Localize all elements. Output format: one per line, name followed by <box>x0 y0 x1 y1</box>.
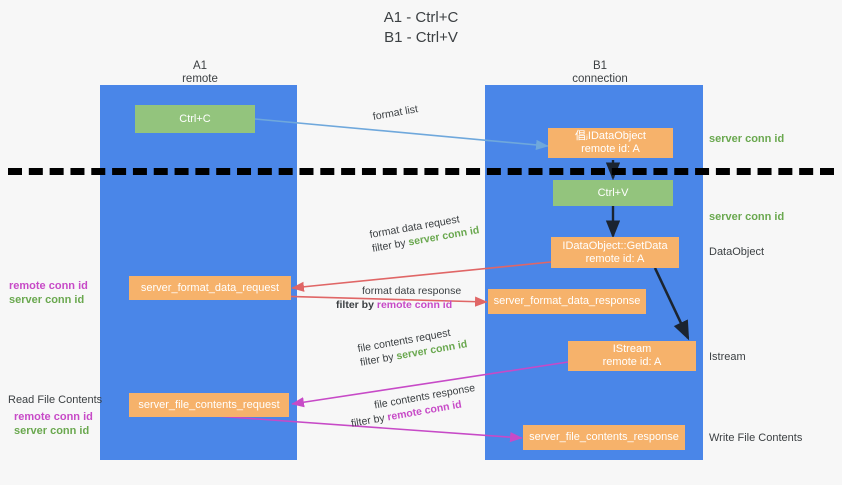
edge-format-data-response-line1: format data response <box>362 285 462 297</box>
node-idataobject[interactable]: 倡ⱼIDataObject remote id: A <box>548 128 673 158</box>
edge-label-file-contents-response: file contents response filter by remote … <box>348 381 479 431</box>
annotation-read-file-contents: Read File Contents <box>8 394 103 406</box>
diagram-title: A1 - Ctrl+C B1 - Ctrl+V <box>0 8 842 48</box>
annotation-server-conn-id-mid: server conn id <box>709 211 785 223</box>
column-b1-sub: connection <box>572 73 628 85</box>
edge-label-format-data-request: format data request filter by server con… <box>369 209 481 255</box>
node-ctrl-v-label: Ctrl+V <box>597 186 629 199</box>
node-ctrl-c-label: Ctrl+C <box>179 112 211 125</box>
column-b1-name: B1 <box>592 60 608 72</box>
title-line-1: A1 - Ctrl+C <box>383 9 459 26</box>
annotation-server-conn-id-bottom: server conn id <box>14 425 90 437</box>
edge-label-format-list-text: format list <box>371 103 419 123</box>
column-header-b1: B1 connection <box>535 60 665 86</box>
title-line-2: B1 - Ctrl+V <box>384 29 458 46</box>
annotation-server-conn-id-left-mid: server conn id <box>9 294 85 306</box>
node-server-file-contents-response[interactable]: server_file_contents_response <box>523 425 685 450</box>
node-ctrl-v[interactable]: Ctrl+V <box>553 180 673 206</box>
annotation-server-conn-id-top: server conn id <box>709 133 785 145</box>
edge-format-data-response-line2: filter by remote conn id <box>336 298 461 312</box>
column-a1-sub: remote <box>182 73 218 85</box>
node-server-format-data-request-label: server_format_data_request <box>140 281 280 294</box>
node-istream[interactable]: IStream remote id: A <box>568 341 696 371</box>
column-a1-name: A1 <box>192 60 208 72</box>
node-idataobject-sub: remote id: A <box>581 143 640 155</box>
annotation-remote-conn-id-bottom: remote conn id <box>14 411 93 423</box>
annotation-istream: Istream <box>709 351 746 363</box>
filter-by-text-2: filter by <box>336 299 374 311</box>
edge-label-format-data-response: format data response filter by remote co… <box>336 284 461 312</box>
node-getdata[interactable]: IDataObject::GetData remote id: A <box>551 237 679 268</box>
annotation-write-file-contents: Write File Contents <box>709 432 803 444</box>
node-server-file-contents-response-label: server_file_contents_response <box>529 431 679 443</box>
node-server-file-contents-request-label: server_file_contents_request <box>138 398 280 411</box>
node-server-file-contents-request[interactable]: server_file_contents_request <box>129 393 289 417</box>
node-getdata-title: IDataObject::GetData <box>562 239 668 252</box>
node-istream-sub: remote id: A <box>602 356 662 368</box>
node-server-format-data-response[interactable]: server_format_data_response <box>488 289 646 314</box>
node-server-format-data-request[interactable]: server_format_data_request <box>129 276 291 300</box>
column-header-a1: A1 remote <box>140 60 260 86</box>
node-idataobject-title: 倡ⱼIDataObject <box>574 130 646 142</box>
phase-separator-dashed-line <box>8 168 834 175</box>
node-istream-title: IStream <box>612 343 652 355</box>
node-getdata-sub: remote id: A <box>585 252 645 265</box>
edge-label-file-contents-request: file contents request filter by server c… <box>357 323 469 369</box>
node-ctrl-c[interactable]: Ctrl+C <box>135 105 255 133</box>
node-server-format-data-response-label: server_format_data_response <box>493 295 641 307</box>
edge-label-format-list: format list <box>372 102 419 124</box>
annotation-dataobject: DataObject <box>709 246 765 258</box>
annotation-remote-conn-id-mid: remote conn id <box>9 280 88 292</box>
remote-conn-id-text: remote conn id <box>376 299 453 311</box>
